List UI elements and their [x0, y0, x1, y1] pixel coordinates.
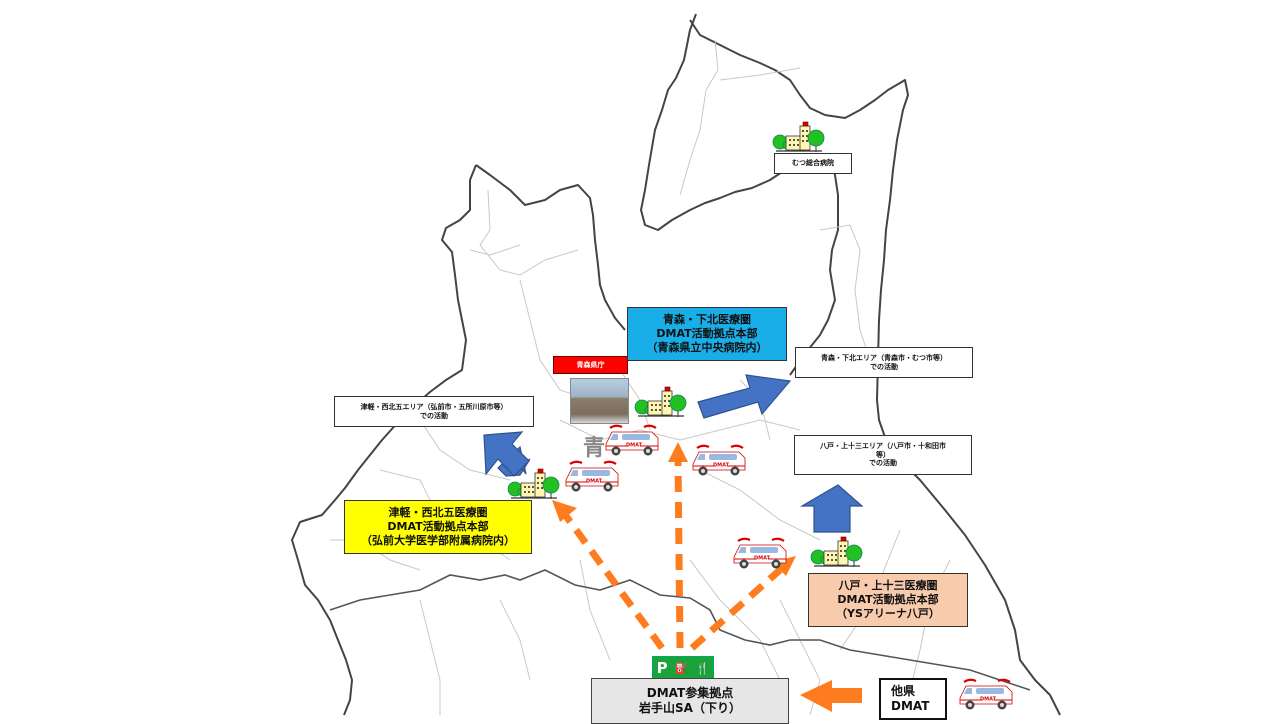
- ambulance-icon: [958, 678, 1014, 711]
- arrow-to-aomori-area: [697, 374, 792, 419]
- staging-point: DMAT参集拠点 岩手山SA（下り）: [591, 678, 789, 724]
- fuel-icon: ⛽: [674, 661, 689, 675]
- hq-line: DMAT活動拠点本部: [387, 520, 489, 534]
- other-pref-line: 他県: [891, 684, 916, 698]
- area-aomori-shimokita: 青森・下北エリア（青森市・むつ市等） での活動: [795, 347, 973, 378]
- staging-line: 岩手山SA（下り）: [639, 701, 741, 715]
- prefectural-office-text: 青森県庁: [576, 360, 605, 369]
- ambulance-icon: [564, 460, 620, 493]
- hq-line: （青森県立中央病院内）: [646, 340, 768, 354]
- hq-tsugaru-seihoku: 津軽・西北五医療圏 DMAT活動拠点本部 （弘前大学医学部附属病院内）: [344, 500, 532, 554]
- ambulance-icon: [604, 424, 660, 457]
- city-kanji-label: 青: [583, 436, 606, 461]
- other-pref-arrow: [800, 680, 862, 712]
- blue-arrows: [483, 374, 864, 533]
- arrow-to-tsugaru-area-main: [483, 431, 530, 477]
- ambulance-icon: [732, 537, 788, 570]
- ambulance-icon: [691, 444, 747, 477]
- hq-line: （YSアリーナ八戸）: [836, 606, 940, 620]
- hq-line: DMAT活動拠点本部: [837, 593, 939, 607]
- area-line: での活動: [870, 362, 898, 371]
- dispatch-to-aomori: [674, 459, 684, 649]
- staging-line: DMAT参集拠点: [646, 686, 734, 700]
- dispatch-to-tsugaru: [563, 513, 665, 651]
- arrow-to-hachinohe-area: [799, 484, 864, 533]
- area-line: での活動: [869, 459, 897, 468]
- mutsu-hospital-label: むつ総合病院: [774, 153, 852, 174]
- mutsu-hospital-icon: [772, 121, 825, 153]
- other-prefecture-dmat: 他県 DMAT: [879, 678, 947, 720]
- central-hospital-icon: [634, 386, 687, 418]
- hq-line: 津軽・西北五医療圏: [388, 506, 488, 520]
- area-line: 津軽・西北五エリア（弘前市・五所川原市等）: [360, 402, 508, 411]
- iwate-border: [329, 569, 1031, 691]
- orange-arrows: [563, 459, 783, 651]
- mutsu-hospital-text: むつ総合病院: [792, 159, 834, 168]
- hq-aomori-shimokita: 青森・下北医療圏 DMAT活動拠点本部 （青森県立中央病院内）: [627, 307, 787, 361]
- prefecture-outline: [291, 13, 1061, 716]
- hq-hachinohe-kamitosan: 八戸・上十三医療圏 DMAT活動拠点本部 （YSアリーナ八戸）: [808, 573, 968, 627]
- dispatch-to-hachinohe: [689, 567, 783, 651]
- parking-icon: P: [656, 659, 668, 677]
- area-line: での活動: [420, 411, 448, 420]
- hq-line: （弘前大学医学部附属病院内）: [361, 533, 515, 547]
- prefectural-office-label: 青森県庁: [553, 356, 628, 374]
- area-line: 青森・下北エリア（青森市・むつ市等）: [821, 353, 947, 362]
- service-area-sign: P ⛽ 🍴: [652, 656, 714, 680]
- hq-line: DMAT活動拠点本部: [656, 327, 758, 341]
- area-hachinohe-kamitosan: 八戸・上十三エリア（八戸市・十和田市 等） での活動: [794, 435, 972, 475]
- area-line: 八戸・上十三エリア（八戸市・十和田市: [820, 441, 946, 450]
- hq-line: 青森・下北医療圏: [663, 313, 751, 327]
- prefectural-office-photo: [570, 378, 629, 424]
- area-line: 等）: [876, 450, 890, 459]
- hq-line: 八戸・上十三医療圏: [838, 579, 938, 593]
- area-tsugaru-seihoku: 津軽・西北五エリア（弘前市・五所川原市等） での活動: [334, 396, 534, 427]
- hachinohe-hq-icon: [810, 536, 863, 568]
- restaurant-icon: 🍴: [695, 661, 710, 675]
- other-pref-line: DMAT: [891, 699, 930, 713]
